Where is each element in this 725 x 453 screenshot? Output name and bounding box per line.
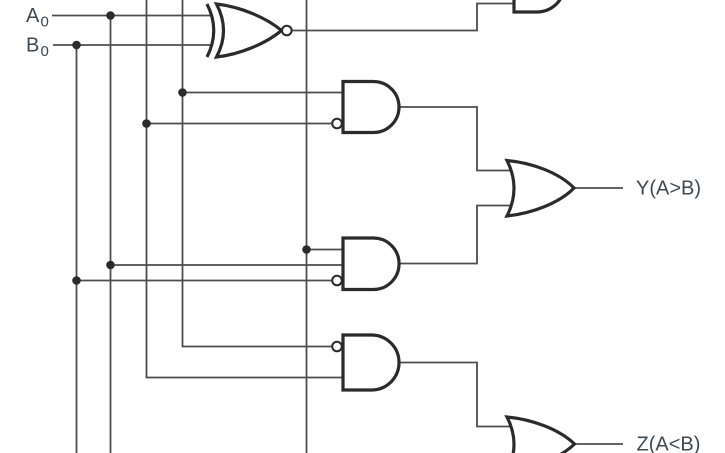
wires xyxy=(52,0,623,453)
wire-xnor-output-to-top-and xyxy=(292,2,514,32)
wire-bus-to-and3-top-input xyxy=(181,0,333,348)
input-label-b: B xyxy=(26,35,39,57)
and-gate-2 xyxy=(341,236,401,292)
junction-dots xyxy=(72,11,311,285)
junction-dot-a0-branch xyxy=(106,11,115,20)
wire-bus-to-and3-bottom-input xyxy=(145,0,343,379)
input-label-b-subscript: 0 xyxy=(41,43,49,60)
output-label-y: Y(A>B) xyxy=(636,178,701,200)
output-label-z: Z(A<B) xyxy=(637,434,701,453)
and3-input-bubble xyxy=(331,340,343,353)
and-gate-3 xyxy=(341,333,401,392)
and2-input-bubble xyxy=(331,274,343,287)
wire-and2-output-to-or-y xyxy=(399,204,511,265)
or-gate-y xyxy=(504,158,577,218)
wire-and1-output-to-or-y xyxy=(399,106,511,172)
junction-dot-and1-bottom xyxy=(142,119,151,128)
top-partial-and-gate xyxy=(512,0,562,14)
and-gate-1 xyxy=(341,79,401,135)
junction-dot-and1-top xyxy=(178,88,187,97)
junction-dot-and2-top xyxy=(302,245,311,254)
or-gate-z xyxy=(504,415,577,453)
junction-dot-and2-bottom xyxy=(72,276,81,285)
xnor-gate-input-arc xyxy=(205,3,216,58)
signal-labels: A 0 B 0 Y(A>B) Z(A<B) xyxy=(26,5,701,453)
input-label-a-subscript: 0 xyxy=(41,14,49,31)
gates xyxy=(205,0,577,453)
xnor-output-bubble xyxy=(281,24,293,37)
input-label-a: A xyxy=(26,5,40,27)
wire-and3-output-to-or-z xyxy=(399,361,511,428)
junction-dot-and2-middle xyxy=(106,260,115,270)
xnor-gate xyxy=(213,2,284,59)
and1-input-bubble xyxy=(331,117,343,130)
junction-dot-b0-branch xyxy=(72,40,81,50)
